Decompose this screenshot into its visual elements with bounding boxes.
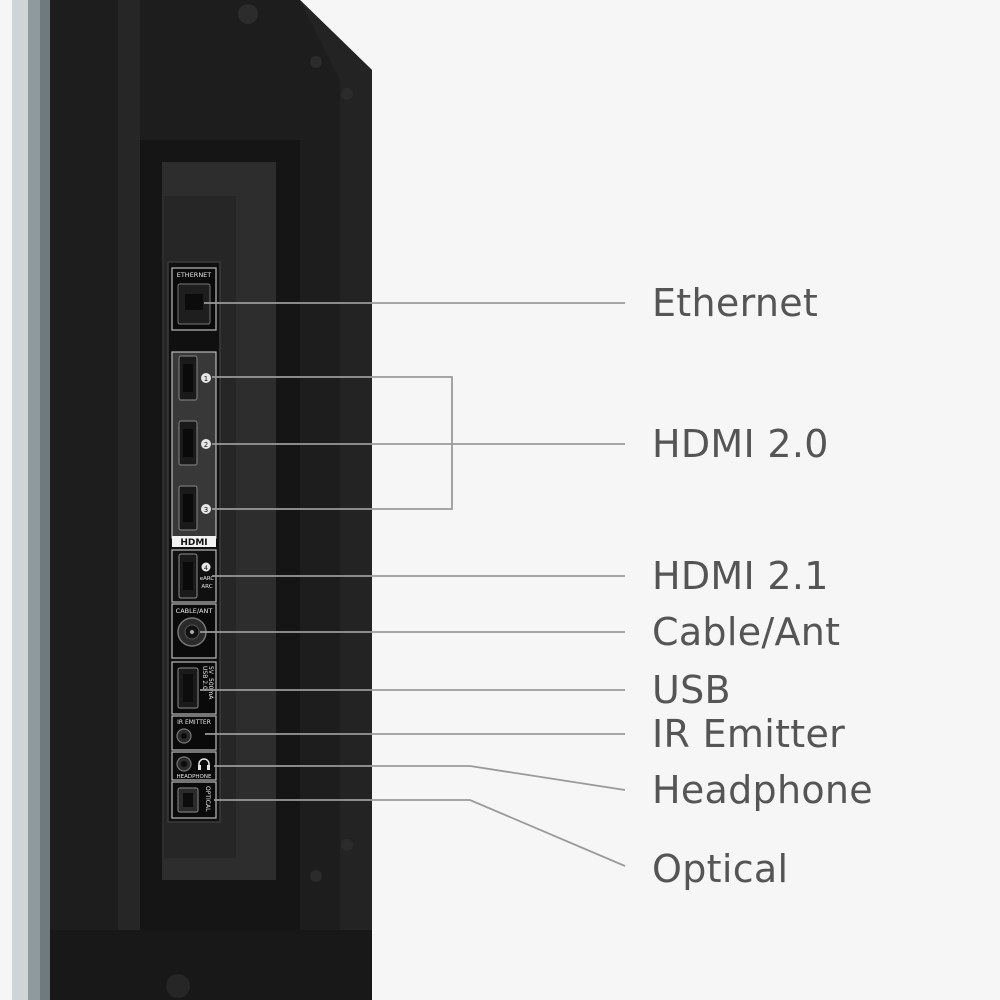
hdmi-4-slot [183,562,193,590]
usb-spec-line-2: 5V [207,666,214,675]
headphone-icon [198,758,210,768]
hdmi-2-slot [183,429,193,457]
hdmi-1-badge [201,373,211,383]
panel-ir-label: IR EMITTER [177,719,211,726]
callout-headphone: Headphone [652,768,873,812]
screw-top-right-b [341,88,353,100]
hdmi-4-number: 4 [204,564,208,572]
hdmi-3-number: 3 [204,506,208,514]
hdmi-3-slot [183,494,193,522]
usb-slot [183,674,193,702]
ethernet-jack [185,294,203,310]
earc-label: eARC [200,576,215,582]
hdmi-2-number: 2 [204,441,208,449]
screw-bottom [166,974,190,998]
screw-top [238,4,258,24]
panel-headphone-label: HEADPHONE [177,774,213,780]
headphone-jack-hole [181,761,187,767]
back-rib [118,0,140,930]
hdmi-logo: HDMI [180,538,207,548]
tv-back-slope [300,0,372,1000]
callout-hdmi-2-0: HDMI 2.0 [652,422,829,466]
optical-text: OPTICAL [204,786,211,812]
headphone-icon-left [198,765,201,770]
cable-connector-pin [190,630,194,634]
panel-optical-label: OPTICAL [204,786,211,812]
callout-cable-ant: Cable/Ant [652,610,841,654]
hdmi-1-number: 1 [204,375,208,383]
line-optical [214,799,626,867]
line-headphone [214,765,626,791]
hdmi-3-badge [201,504,211,514]
hdmi-logo-strip [172,536,216,547]
callout-lines [200,302,626,867]
frame-shadow [40,0,52,1000]
back-bottom [50,930,372,1000]
usb-spec-line-1: USB 2.0 [201,666,208,690]
screw-bottom-right-a [310,870,322,882]
line-hdmi20-bracket [212,376,453,510]
hdmi-1-slot [183,364,193,392]
callout-optical: Optical [652,847,789,891]
callout-ethernet: Ethernet [652,281,819,325]
hdmi-2-badge [201,439,211,449]
hdmi-4-badge [201,562,211,572]
panel-ethernet-label: ETHERNET [177,271,212,279]
headphone-icon-right [207,765,210,770]
callout-usb: USB [652,668,731,712]
frame-highlight [12,0,28,1000]
optical-slot [183,793,193,807]
screw-bottom-right-b [341,839,353,851]
arc-label: ARC [201,584,212,590]
callout-hdmi-2-1: HDMI 2.1 [652,554,829,598]
screw-top-right-a [310,56,322,68]
callout-ir-emitter: IR Emitter [652,712,846,756]
panel-cable-label: CABLE/ANT [176,607,213,615]
ir-jack-hole [181,733,187,739]
